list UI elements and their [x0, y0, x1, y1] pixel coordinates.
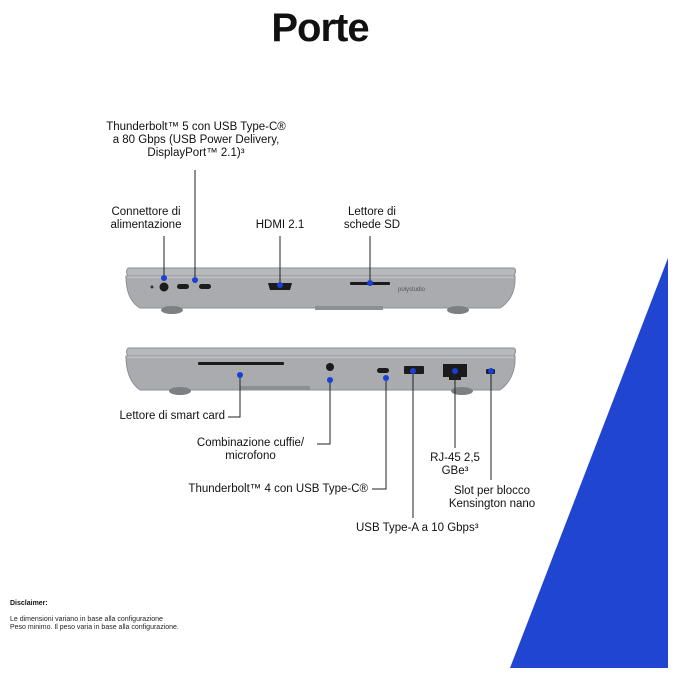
- label-sd-reader: Lettore di schede SD: [343, 206, 401, 231]
- callout-dot-kensington: [488, 368, 494, 374]
- foot: [161, 306, 183, 314]
- laptop-left-side: polystudio: [125, 170, 516, 314]
- brand-logo-text: polystudio: [398, 287, 426, 293]
- label-kensington: Slot per blocco Kensington nano: [448, 485, 536, 510]
- label-usb-a: USB Type-A a 10 Gbps³: [356, 522, 479, 534]
- foot: [451, 387, 473, 395]
- disclaimer-line: Peso minimo. Il peso varia in base alla …: [10, 624, 179, 631]
- callout-dot-headphone: [327, 377, 333, 383]
- laptop-right-side: [125, 347, 516, 518]
- callout-dot-power: [161, 275, 167, 281]
- callout-dot-thunderbolt5: [192, 277, 198, 283]
- callout-dot-sd: [367, 280, 373, 286]
- label-rj45: RJ-45 2,5 GBe³: [430, 452, 480, 477]
- callout-dot-smartcard: [237, 372, 243, 378]
- smart-card-slot: [198, 362, 284, 365]
- disclaimer-line: Le dimensioni variano in base alla confi…: [10, 616, 163, 623]
- label-headphone-mic: Combinazione cuffie/ microfono: [196, 437, 305, 462]
- usb-c-port: [177, 284, 189, 289]
- foot: [169, 387, 191, 395]
- leader-line-smartcard: [228, 378, 241, 418]
- page-title: Porte: [271, 6, 369, 50]
- vent: [240, 386, 310, 390]
- label-hdmi: HDMI 2.1: [255, 219, 305, 231]
- label-smart-card: Lettore di smart card: [119, 410, 225, 422]
- callout-dot-hdmi: [277, 282, 283, 288]
- label-power-connector: Connettore di alimentazione: [110, 206, 182, 231]
- usb-c-port: [199, 284, 211, 289]
- leader-line-headphone: [317, 383, 331, 445]
- status-led: [150, 285, 154, 289]
- vent: [315, 306, 383, 310]
- callout-dot-thunderbolt4: [383, 375, 389, 381]
- disclaimer-title: Disclaimer:: [10, 600, 48, 607]
- usb-c-port: [377, 368, 389, 373]
- label-thunderbolt4: Thunderbolt™ 4 con USB Type-C®: [188, 483, 368, 495]
- power-connector-port: [159, 282, 169, 292]
- callout-dot-rj45: [452, 368, 458, 374]
- callout-dot-usba: [410, 368, 416, 374]
- blue-accent-shape: [510, 258, 668, 668]
- leader-line-thunderbolt4: [372, 381, 387, 490]
- label-thunderbolt5: Thunderbolt™ 5 con USB Type-C® a 80 Gbps…: [106, 121, 286, 159]
- foot: [447, 306, 469, 314]
- headphone-jack: [326, 363, 334, 371]
